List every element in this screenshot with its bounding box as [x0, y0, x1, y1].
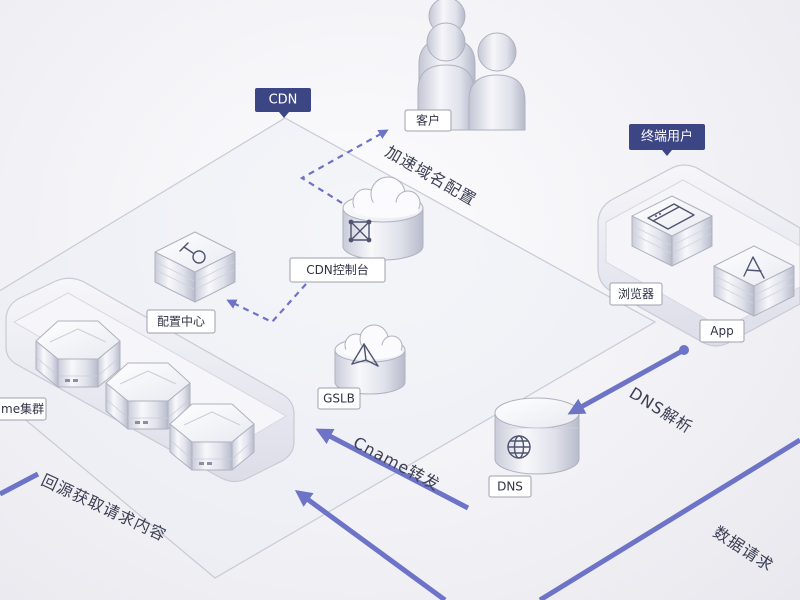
cluster-label-text: me集群	[1, 401, 44, 416]
config-node-icon	[179, 242, 206, 264]
config-box-icon	[154, 231, 236, 303]
gslb-label-text: GSLB	[323, 392, 355, 406]
cdn-console-label: CDN控制台	[289, 257, 386, 283]
console-to-config-dashed-arrow	[226, 283, 307, 324]
customer-label-text: 客户	[416, 113, 440, 128]
person-icon	[468, 32, 526, 131]
person-icon	[417, 22, 475, 131]
customer-label: 客户	[404, 109, 452, 132]
pyramid-icon	[351, 343, 379, 367]
dns-resolve-flow-label: DNS解析	[626, 383, 697, 437]
cname-forward-arrow	[315, 428, 470, 511]
users-icon	[417, 0, 526, 131]
origin-return-arrow	[294, 489, 447, 600]
config-center-label: 配置中心	[146, 309, 216, 334]
app-label-text: App	[710, 324, 733, 338]
data-request-line	[538, 437, 800, 600]
network-icon	[348, 219, 372, 243]
cdn-tag-label: CDN	[269, 93, 298, 108]
dns-resolve-start-dot	[679, 345, 689, 355]
dns-label-text: DNS	[497, 480, 523, 494]
cdn-tag: CDN	[255, 88, 311, 118]
terminal-users-tag: 终端用户	[629, 124, 705, 156]
app-label: App	[699, 319, 745, 343]
globe-icon	[507, 435, 531, 459]
cloud-database-icon	[334, 324, 406, 395]
browser-label-text: 浏览器	[618, 286, 654, 301]
browser-window-icon	[631, 195, 713, 267]
origin-fetch-line	[0, 471, 40, 497]
config-center-label-text: 配置中心	[157, 314, 205, 329]
cdn-platform	[0, 117, 657, 579]
dns-resolve-arrow	[567, 347, 686, 415]
dns-label: DNS	[488, 475, 532, 498]
app-store-icon	[713, 245, 795, 317]
gslb-label: GSLB	[317, 387, 361, 410]
data-request-flow-label: 数据请求	[710, 522, 777, 575]
browser-label: 浏览器	[609, 282, 663, 306]
hexagon-server-icon	[169, 403, 255, 471]
cloud-database-icon	[342, 176, 424, 261]
hexagon-server-icon	[35, 320, 121, 388]
globe-database-icon	[494, 397, 580, 475]
terminal-users-tag-label: 终端用户	[641, 129, 693, 145]
cdn-console-label-text: CDN控制台	[306, 262, 369, 277]
cluster-label: me集群	[0, 397, 47, 421]
domain-config-dashed-arrow	[299, 129, 389, 204]
